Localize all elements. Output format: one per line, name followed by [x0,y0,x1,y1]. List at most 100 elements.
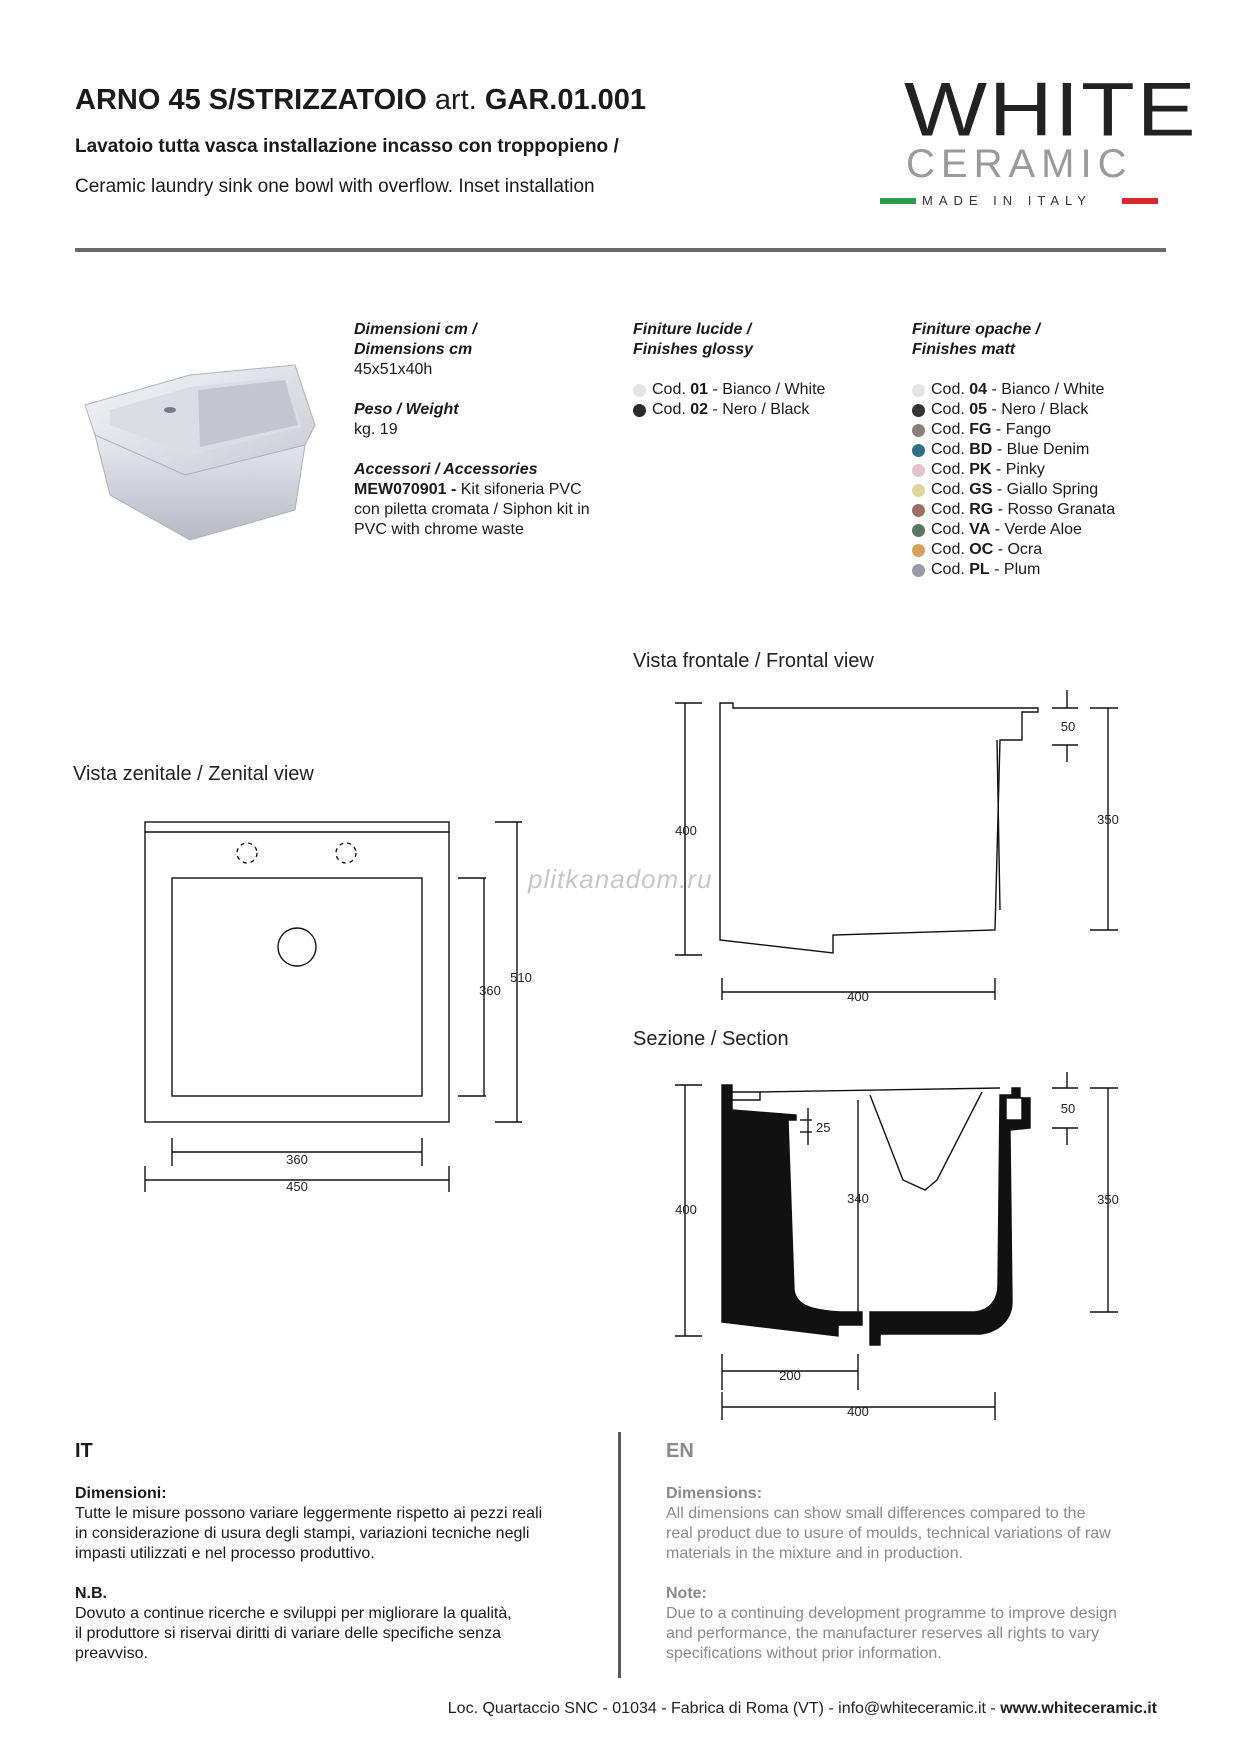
color-swatch-icon [912,383,925,397]
sec-dim-200: 200 [779,1368,801,1383]
sec-dim-50: 50 [1061,1101,1075,1116]
finish-name: - Plum [994,561,1041,578]
en-notes: Dimensions: All dimensions can show smal… [666,1484,1186,1664]
finish-name: - Bianco / White [712,381,826,398]
it-nb-line-3: preavviso. [75,1645,148,1662]
finish-prefix: Cod. [931,441,965,458]
zenital-drawing [144,821,522,1192]
glossy-label-en: Finishes glossy [633,341,754,358]
finish-label: Cod. 05 - Nero / Black [931,400,1088,420]
finish-item: Cod. PK - Pinky [912,460,1192,480]
finish-prefix: Cod. [931,381,965,398]
zen-dim-450: 450 [286,1179,308,1194]
sec-dim-340: 340 [847,1191,869,1206]
color-swatch-icon [912,483,925,497]
finish-item: Cod. BD - Blue Denim [912,440,1192,460]
finish-code: BD [969,441,993,458]
italy-flag-green [880,198,916,204]
finish-name: - Nero / Black [712,401,810,418]
watermark: plitkanadom.ru [528,864,713,894]
header-divider [75,248,1166,252]
finish-prefix: Cod. [931,561,965,578]
matt-label-it: Finiture opache / [912,321,1041,338]
finish-item: Cod. 02 - Nero / Black [633,400,893,420]
product-code: GAR.01.001 [484,84,647,116]
accessory-line-2: con piletta cromata / Siphon kit in [354,501,590,518]
matt-finishes: Finiture opache / Finishes matt Cod. 04 … [912,320,1192,580]
finish-item: Cod. 01 - Bianco / White [633,380,893,400]
finish-name: - Ocra [997,541,1043,558]
dimensions-value: 45x51x40h [354,361,433,378]
en-dim-line-1: All dimensions can show small difference… [666,1505,1086,1522]
glossy-label-it: Finiture lucide / [633,321,752,338]
footer: Loc. Quartaccio SNC - 01034 - Fabrica di… [448,1700,1157,1718]
color-swatch-icon [633,403,646,417]
it-nb-line-1: Dovuto a continue ricerche e sviluppi pe… [75,1605,512,1622]
front-dim-350: 350 [1097,812,1119,827]
color-swatch-icon [912,463,925,477]
logo-tagline: MADE IN ITALY [922,193,1092,208]
finish-label: Cod. FG - Fango [931,420,1051,440]
it-nb-line-2: il produttore si riservai diritti di var… [75,1625,501,1642]
zen-dim-360-h: 360 [286,1152,308,1167]
zen-dim-510: 510 [510,970,532,985]
product-name: ARNO 45 S/STRIZZATOIO [75,84,427,116]
finish-prefix: Cod. [652,381,686,398]
en-note-label: Note: [666,1585,707,1602]
it-nb-label: N.B. [75,1585,107,1602]
finish-label: Cod. PK - Pinky [931,460,1045,480]
finish-name: - Verde Aloe [994,521,1082,538]
accessory-line-3: PVC with chrome waste [354,521,524,538]
front-dim-400-v: 400 [675,823,697,838]
subtitle-en: Ceramic laundry sink one bowl with overf… [75,176,595,197]
color-swatch-icon [912,503,925,517]
it-dim-line-3: impasti utilizzati e nel processo produt… [75,1545,375,1562]
finish-name: - Fango [995,421,1052,438]
frontal-drawing [675,690,1118,1000]
finish-prefix: Cod. [931,461,965,478]
color-swatch-icon [912,543,925,557]
sec-dim-400-v: 400 [675,1202,697,1217]
finish-label: Cod. GS - Giallo Spring [931,480,1098,500]
it-dim-line-1: Tutte le misure possono variare leggerme… [75,1505,543,1522]
finish-code: 05 [969,401,988,418]
footer-website[interactable]: www.whiteceramic.it [1000,1700,1157,1717]
finish-prefix: Cod. [652,401,686,418]
finish-prefix: Cod. [931,481,965,498]
glossy-finishes: Finiture lucide / Finishes glossy Cod. 0… [633,320,893,420]
finish-prefix: Cod. [931,541,965,558]
accessories-label: Accessori / Accessories [354,461,538,478]
color-swatch-icon [912,523,925,537]
finish-label: Cod. BD - Blue Denim [931,440,1089,460]
finish-label: Cod. 04 - Bianco / White [931,380,1104,400]
finish-name: - Rosso Granata [997,501,1116,518]
color-swatch-icon [912,563,925,577]
finish-code: PK [969,461,992,478]
section-view-label: Sezione / Section [633,1028,789,1050]
zen-dim-360-v: 360 [479,983,501,998]
finish-item: Cod. RG - Rosso Granata [912,500,1192,520]
subtitle-it: Lavatoio tutta vasca installazione incas… [75,136,619,157]
notes-divider [618,1432,621,1678]
en-note-line-1: Due to a continuing development programm… [666,1605,1117,1622]
en-dim-label: Dimensions: [666,1485,763,1502]
logo-ceramic: CERAMIC [906,142,1133,186]
en-heading: EN [666,1440,694,1462]
finish-item: Cod. VA - Verde Aloe [912,520,1192,540]
dimensions-label-en: Dimensions cm [354,341,473,358]
finish-code: 04 [969,381,988,398]
finish-name: - Blue Denim [996,441,1090,458]
finish-name: - Pinky [995,461,1045,478]
finish-item: Cod. OC - Ocra [912,540,1192,560]
color-swatch-icon [633,383,646,397]
finish-label: Cod. VA - Verde Aloe [931,520,1082,540]
finish-name: - Giallo Spring [996,481,1099,498]
finish-prefix: Cod. [931,501,965,518]
finish-name: - Bianco / White [991,381,1105,398]
color-swatch-icon [912,423,925,437]
finish-prefix: Cod. [931,521,965,538]
finish-code: 01 [690,381,709,398]
weight-label: Peso / Weight [354,401,459,418]
italy-flag-red [1122,198,1158,204]
front-dim-50: 50 [1061,719,1075,734]
